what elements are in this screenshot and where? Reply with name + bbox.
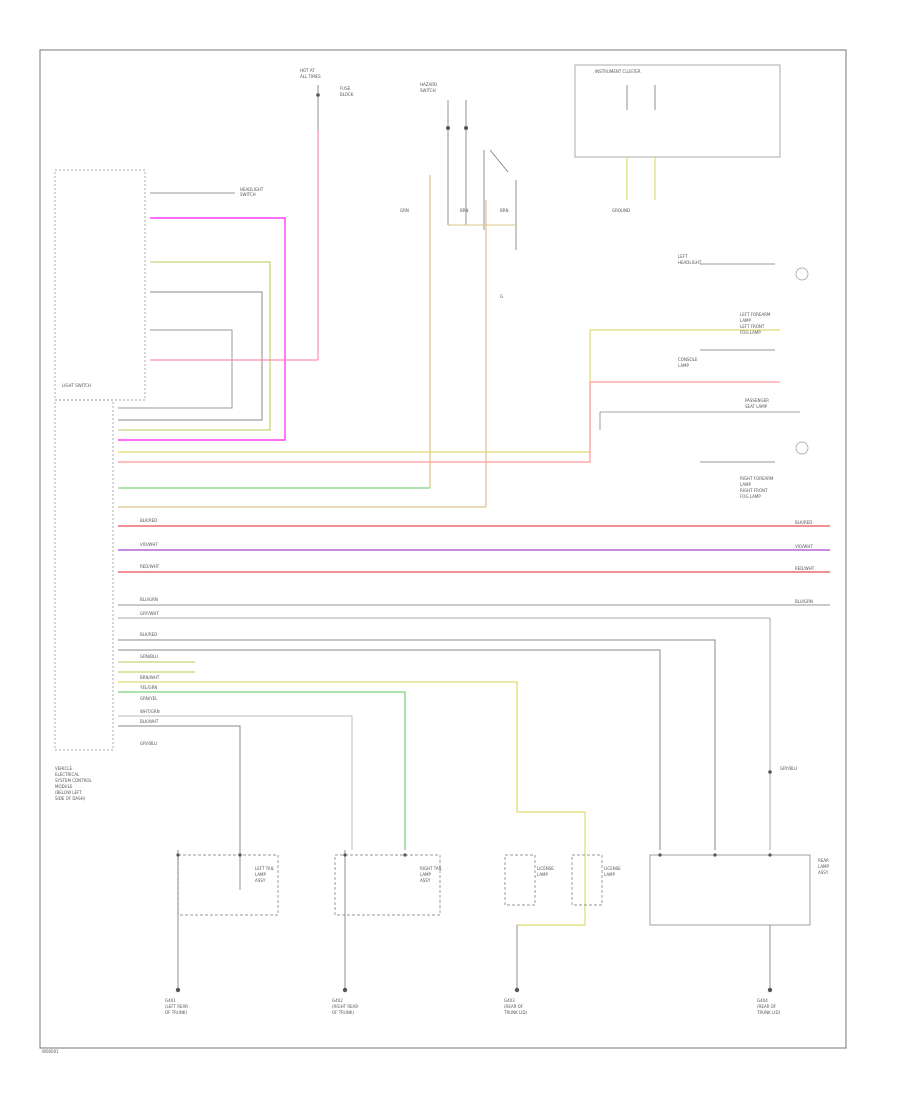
svg-text:ASSY: ASSY — [818, 870, 829, 875]
license-lamps: LICENSE LAMP LICENSE LAMP G403 (REAR OF … — [503, 811, 621, 1015]
svg-text:BRN: BRN — [500, 208, 509, 213]
svg-text:GRN/YEL: GRN/YEL — [140, 696, 158, 701]
svg-text:HAZARD: HAZARD — [420, 82, 437, 87]
svg-text:BLK/WHT: BLK/WHT — [140, 719, 159, 724]
svg-text:LAMP: LAMP — [818, 864, 830, 869]
svg-text:INSTRUMENT CLUSTER: INSTRUMENT CLUSTER — [595, 69, 641, 74]
svg-text:SYSTEM CONTROL: SYSTEM CONTROL — [55, 778, 93, 783]
wire-gray-1 — [118, 291, 263, 421]
light-switch-outline — [54, 169, 146, 401]
svg-text:ASSY: ASSY — [420, 878, 431, 883]
svg-text:BLOCK: BLOCK — [340, 92, 354, 97]
svg-text:BLK/RED: BLK/RED — [140, 632, 157, 637]
control-module-outline — [54, 399, 114, 751]
hazard-switch-block: HAZARD SWITCH GRN BRN BRN G — [400, 82, 517, 507]
rear-lamp-assy: REAR LAMP ASSY G404 (REAR OF TRUNK LID) — [649, 853, 830, 1015]
svg-text:GRY/WHT: GRY/WHT — [140, 611, 159, 616]
svg-text:(REAR OF: (REAR OF — [504, 1004, 524, 1009]
svg-text:BRN: BRN — [460, 208, 469, 213]
figure-id: W00001 — [42, 1049, 59, 1054]
hot-at-all-times-block: HOT AT ALL TIMES FUSE BLOCK — [300, 68, 354, 360]
svg-text:ALL TIMES: ALL TIMES — [300, 74, 321, 79]
wire-olive — [118, 261, 271, 431]
svg-text:SEAT LAMP: SEAT LAMP — [745, 404, 768, 409]
right-side-labels: LEFT HEADLIGHT LEFT FOREARM LAMP LEFT FR… — [599, 254, 815, 774]
svg-text:RED/WHT: RED/WHT — [140, 564, 160, 569]
svg-text:OF TRUNK): OF TRUNK) — [165, 1010, 187, 1015]
svg-text:MODULE: MODULE — [55, 784, 73, 789]
svg-text:SIDE OF DASH): SIDE OF DASH) — [55, 796, 86, 801]
wire-gray-2 — [118, 329, 233, 409]
svg-text:VEHICLE: VEHICLE — [55, 766, 72, 771]
svg-text:LAMP: LAMP — [678, 363, 690, 368]
svg-text:BLU/GRN: BLU/GRN — [140, 597, 158, 602]
svg-text:VIO/WHT: VIO/WHT — [140, 542, 158, 547]
svg-text:G404: G404 — [757, 998, 768, 1003]
light-switch-title: LIGHT SWITCH — [62, 383, 91, 388]
svg-text:LICENSE: LICENSE — [537, 866, 554, 871]
wire-magenta — [118, 217, 286, 441]
svg-text:HOT AT: HOT AT — [300, 68, 315, 73]
instrument-cluster-block: INSTRUMENT CLUSTER GROUND — [574, 64, 781, 213]
svg-text:HEADLIGHT: HEADLIGHT — [240, 187, 264, 192]
svg-text:(REAR OF: (REAR OF — [757, 1004, 777, 1009]
left-tail-lamp: LEFT TAIL LAMP ASSY G401 (LEFT REAR OF T… — [165, 850, 279, 1015]
svg-text:WHT/GRN: WHT/GRN — [140, 709, 160, 714]
svg-text:LAMP: LAMP — [740, 318, 752, 323]
svg-text:LICENSE: LICENSE — [604, 866, 621, 871]
svg-text:GRN/BLU: GRN/BLU — [140, 654, 158, 659]
svg-text:G403: G403 — [504, 998, 515, 1003]
control-module-wire-labels: BLK/RED VIO/WHT RED/WHT BLU/GRN GRY/WHT … — [139, 518, 160, 746]
svg-text:G401: G401 — [165, 998, 176, 1003]
svg-text:OF TRUNK): OF TRUNK) — [332, 1010, 354, 1015]
svg-text:BLK/RED: BLK/RED — [140, 518, 157, 523]
svg-text:VIO/WHT: VIO/WHT — [795, 544, 813, 549]
svg-text:GRY/BLU: GRY/BLU — [140, 741, 157, 746]
svg-text:LEFT: LEFT — [678, 254, 688, 259]
svg-text:TRUNK LID): TRUNK LID) — [756, 1010, 781, 1015]
svg-text:SWITCH: SWITCH — [240, 192, 256, 197]
svg-text:FOG LAMP: FOG LAMP — [740, 330, 761, 335]
svg-text:YEL/GRN: YEL/GRN — [139, 685, 157, 690]
svg-text:FUSE: FUSE — [340, 86, 351, 91]
svg-text:LEFT TAIL: LEFT TAIL — [255, 866, 275, 871]
svg-text:HEADLIGHT: HEADLIGHT — [678, 260, 702, 265]
svg-text:REAR: REAR — [818, 858, 829, 863]
light-switch-block: LIGHT SWITCH HEADLIGHT SWITCH — [54, 169, 318, 441]
svg-text:ASSY: ASSY — [255, 878, 266, 883]
svg-text:(LEFT REAR: (LEFT REAR — [165, 1004, 188, 1009]
svg-text:LEFT FRONT: LEFT FRONT — [740, 324, 765, 329]
svg-text:GROUND: GROUND — [612, 208, 630, 213]
svg-text:G402: G402 — [332, 998, 343, 1003]
svg-text:TRUNK LID): TRUNK LID) — [503, 1010, 528, 1015]
svg-text:GRN: GRN — [400, 208, 409, 213]
svg-text:(RIGHT REAR: (RIGHT REAR — [332, 1004, 358, 1009]
svg-text:(BELOW LEFT: (BELOW LEFT — [55, 790, 82, 795]
svg-text:LAMP: LAMP — [740, 482, 752, 487]
svg-text:LAMP: LAMP — [537, 872, 549, 877]
svg-text:RED/WHT: RED/WHT — [795, 566, 815, 571]
control-module-block: VEHICLE ELECTRICAL SYSTEM CONTROL MODULE… — [54, 399, 114, 801]
svg-text:SWITCH: SWITCH — [420, 88, 436, 93]
svg-text:G: G — [500, 294, 503, 299]
svg-text:BLK/RED: BLK/RED — [795, 520, 812, 525]
svg-text:LEFT FOREARM: LEFT FOREARM — [740, 312, 771, 317]
right-tail-lamp: RIGHT TAIL LAMP ASSY G402 (RIGHT REAR OF… — [332, 850, 443, 1015]
svg-text:BRN/WHT: BRN/WHT — [140, 675, 160, 680]
svg-text:GRY/BLU: GRY/BLU — [780, 766, 797, 771]
svg-text:FOG LAMP: FOG LAMP — [740, 494, 761, 499]
svg-text:PASSENGER: PASSENGER — [745, 398, 769, 403]
svg-text:CONSOLE: CONSOLE — [678, 357, 698, 362]
svg-text:RIGHT FRONT: RIGHT FRONT — [740, 488, 768, 493]
svg-text:LAMP: LAMP — [420, 872, 432, 877]
svg-text:ELECTRICAL: ELECTRICAL — [55, 772, 80, 777]
svg-text:LAMP: LAMP — [604, 872, 616, 877]
svg-text:RIGHT TAIL: RIGHT TAIL — [420, 866, 443, 871]
svg-text:RIGHT FOREARM: RIGHT FOREARM — [740, 476, 774, 481]
diagram-frame — [39, 49, 847, 1049]
svg-text:LAMP: LAMP — [255, 872, 267, 877]
svg-text:BLU/GRN: BLU/GRN — [795, 599, 813, 604]
